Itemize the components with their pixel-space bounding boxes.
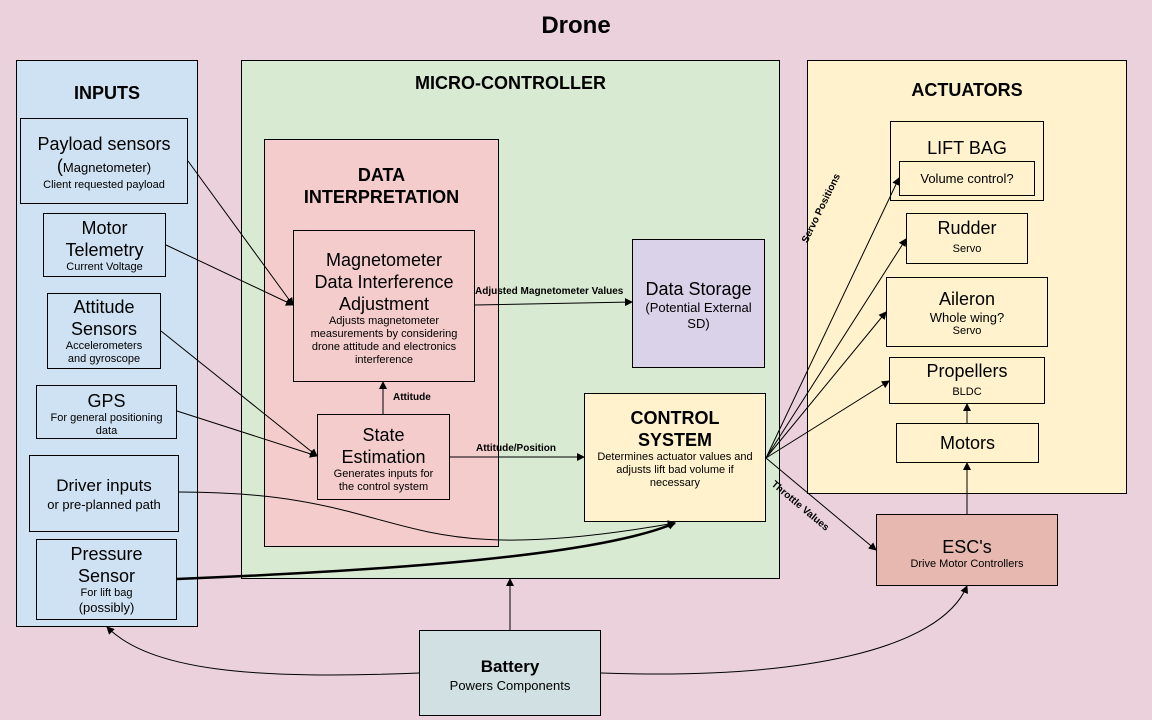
esc-title: ESC's — [942, 537, 992, 557]
rudder-title: Rudder — [937, 218, 997, 238]
payload-sensors-box: Payload sensors (Magnetometer) Client re… — [20, 118, 188, 204]
arrow-gps-to-state — [176, 410, 318, 458]
gps-title: GPS — [87, 391, 126, 411]
control-desc2: adjusts lift bad volume if — [616, 464, 734, 476]
battery-title: Battery — [480, 657, 540, 676]
propellers-title: Propellers — [926, 361, 1008, 381]
motors-title: Motors — [939, 433, 995, 453]
arrow-mag-to-storage — [474, 298, 633, 307]
motor-telemetry-title1: Motor — [81, 218, 128, 238]
arrow-control-to-rudder — [765, 238, 907, 459]
battery-box: Battery Powers Components — [419, 630, 601, 716]
mag-title2: Data Interference — [314, 272, 454, 292]
control-title2: SYSTEM — [637, 430, 712, 450]
arrow-control-to-esc — [765, 457, 877, 551]
attitude-title2: Sensors — [70, 319, 138, 339]
state-desc2: the control system — [338, 481, 429, 493]
esc-sub: Drive Motor Controllers — [910, 558, 1024, 570]
state-title1: State — [362, 425, 405, 445]
mag-desc1: Adjusts magnetometer — [328, 315, 440, 327]
motor-telemetry-title2: Telemetry — [65, 240, 144, 260]
data-storage-box: Data Storage (Potential External SD) — [632, 239, 765, 368]
data-storage-sub2: SD) — [687, 316, 710, 331]
mag-desc4: interference — [354, 354, 414, 366]
volume-control-label: Volume control? — [920, 171, 1014, 186]
payload-sub2: Client requested payload — [43, 179, 165, 191]
gps-sub2: data — [95, 425, 118, 437]
data-interp-line2: INTERPRETATION — [303, 187, 460, 207]
micro-controller-heading: MICRO-CONTROLLER — [415, 73, 606, 93]
label-attitude: Attitude — [393, 392, 431, 403]
rudder-box: Rudder Servo — [906, 213, 1028, 264]
payload-sensors-title: Payload sensors — [37, 134, 171, 154]
rudder-sub: Servo — [952, 243, 982, 255]
control-title1: CONTROL — [630, 408, 720, 428]
state-title2: Estimation — [341, 447, 426, 467]
driver-title: Driver inputs — [56, 476, 152, 495]
gps-box: GPS For general positioning data — [36, 385, 177, 439]
diagram-title: Drone — [541, 12, 611, 39]
pressure-sensor-box: Pressure Sensor For lift bag (possibly) — [36, 539, 177, 620]
attitude-sub2: and gyroscope — [67, 353, 141, 365]
motor-telemetry-box: Motor Telemetry Current Voltage — [43, 213, 166, 277]
driver-inputs-box: Driver inputs or pre-planned path — [29, 455, 179, 532]
attitude-sensors-box: Attitude Sensors Accelerometers and gyro… — [47, 293, 161, 369]
pressure-title2: Sensor — [77, 566, 136, 586]
pressure-sub2: (possibly) — [78, 600, 135, 615]
aileron-title: Aileron — [938, 289, 996, 309]
arrow-attitude-to-state — [160, 330, 318, 457]
lift-bag-title: LIFT BAG — [927, 138, 1007, 158]
driver-sub: or pre-planned path — [47, 497, 161, 512]
propellers-sub: BLDC — [952, 386, 982, 398]
control-desc1: Determines actuator values and — [597, 451, 753, 463]
state-desc1: Generates inputs for — [333, 468, 434, 480]
arrow-payload-to-mag — [187, 160, 294, 306]
arrow-control-to-aileron — [765, 311, 887, 459]
arrow-driver-to-control — [178, 491, 676, 541]
mag-title1: Magnetometer — [325, 250, 443, 270]
data-interp-line1: DATA — [357, 165, 406, 185]
control-desc3: necessary — [649, 477, 701, 489]
arrow-telemetry-to-mag — [165, 244, 294, 306]
pressure-title1: Pressure — [70, 544, 143, 564]
magnetometer-adjustment-box: Magnetometer Data Interference Adjustmen… — [293, 230, 475, 382]
attitude-title1: Attitude — [73, 297, 135, 317]
arrow-control-to-liftbag — [765, 177, 900, 459]
data-storage-title: Data Storage — [645, 279, 752, 299]
motor-telemetry-sub: Current Voltage — [66, 261, 143, 273]
volume-control-box: Volume control? — [899, 161, 1035, 196]
mag-title3: Adjustment — [338, 294, 430, 314]
mag-desc3: drone attitude and electronics — [311, 341, 457, 353]
payload-paren: ( — [56, 156, 63, 176]
attitude-sub1: Accelerometers — [65, 340, 143, 352]
pressure-sub1: For lift bag — [80, 587, 133, 599]
arrow-battery-to-inputs — [106, 626, 420, 676]
aileron-sub1: Whole wing? — [929, 310, 1005, 325]
aileron-sub2: Servo — [952, 325, 982, 337]
label-adjusted-magnetometer: Adjusted Magnetometer Values — [475, 286, 624, 297]
label-attitude-position: Attitude/Position — [476, 443, 556, 454]
actuators-heading: ACTUATORS — [911, 80, 1023, 100]
battery-sub: Powers Components — [449, 678, 571, 693]
arrow-battery-to-esc — [600, 585, 968, 675]
state-estimation-box: State Estimation Generates inputs for th… — [317, 414, 450, 500]
data-storage-sub1: (Potential External — [645, 300, 752, 315]
control-system-box: CONTROL SYSTEM Determines actuator value… — [584, 393, 766, 522]
mag-desc2: measurements by considering — [310, 328, 458, 340]
arrow-pressure-to-control — [176, 521, 676, 581]
arrow-control-to-propellers — [765, 380, 890, 459]
payload-sub1: Magnetometer) — [62, 160, 152, 175]
gps-sub1: For general positioning — [50, 412, 163, 424]
motors-box: Motors — [896, 423, 1039, 463]
inputs-heading: INPUTS — [73, 83, 140, 103]
aileron-box: Aileron Whole wing? Servo — [886, 277, 1048, 347]
